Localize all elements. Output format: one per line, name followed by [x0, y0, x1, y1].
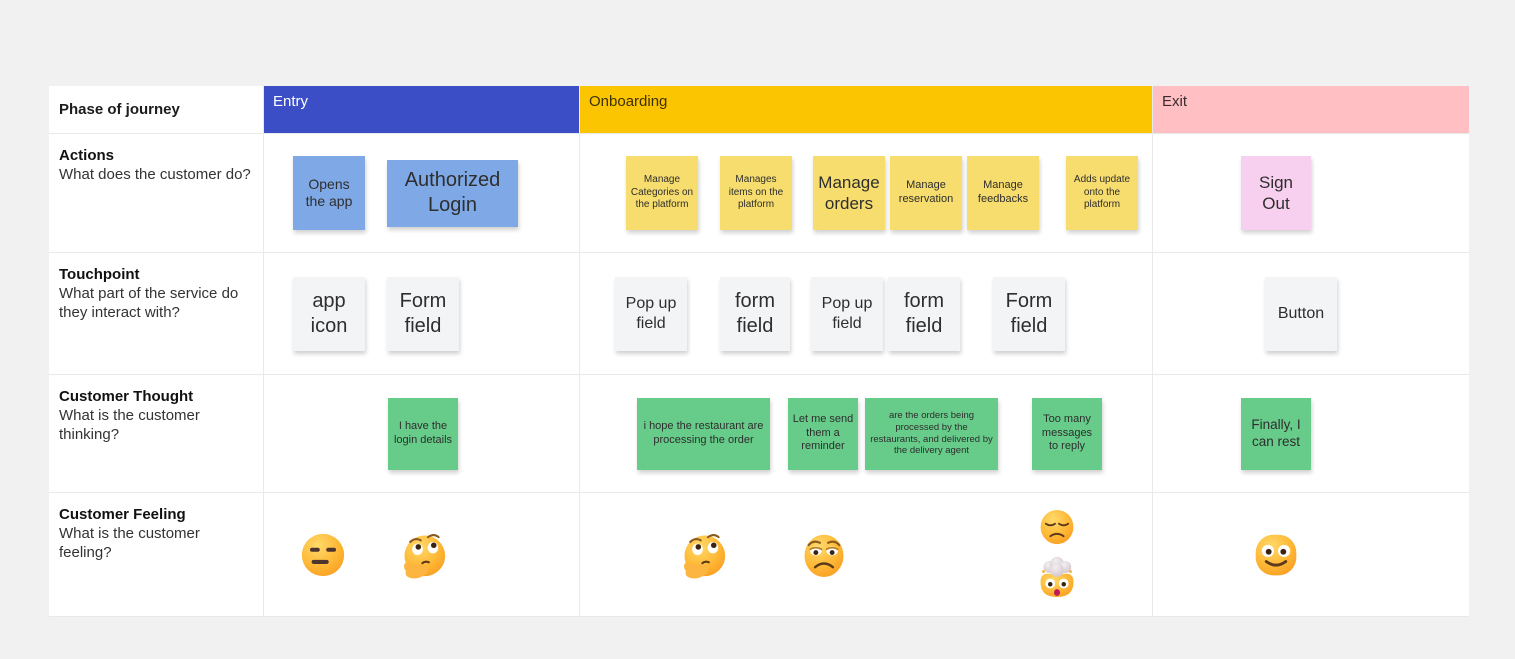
sticky-note[interactable]: form field [720, 276, 790, 351]
unamused-emoji[interactable] [798, 529, 850, 581]
smiling-emoji-icon [1255, 534, 1297, 575]
smiling-emoji[interactable] [1250, 529, 1302, 581]
sticky-note[interactable]: Manages items on the platform [720, 156, 792, 230]
cell-feeling-entry [264, 493, 580, 617]
row-subtitle-actions: What does the customer do? [59, 166, 251, 184]
pensive-emoji-icon [1040, 509, 1074, 545]
sticky-note[interactable]: Manage orders [813, 156, 885, 230]
cell-actions-entry: Opens the app Authorized Login [264, 134, 580, 253]
exploding-head-emoji-icon [1040, 556, 1074, 597]
sticky-note[interactable]: i hope the restaurant are processing the… [637, 397, 770, 470]
corner-header: Phase of journey [49, 86, 264, 134]
cell-thought-entry: I have the login details [264, 375, 580, 493]
cell-actions-exit: Sign Out [1153, 134, 1469, 253]
phase-band-exit[interactable]: Exit [1153, 86, 1469, 134]
sticky-note[interactable]: Button [1265, 276, 1337, 351]
phase-entry-label: Entry [273, 93, 309, 110]
sticky-note[interactable]: Authorized Login [387, 159, 518, 227]
phase-band-entry[interactable]: Entry [264, 86, 580, 134]
unamused-emoji-icon [804, 534, 844, 577]
cell-touchpoint-exit: Button [1153, 253, 1469, 375]
row-label-feeling: Customer Feeling What is the customer fe… [49, 493, 264, 617]
journey-map-table: Phase of journey Entry Onboarding Exit A… [49, 86, 1469, 617]
sticky-note[interactable]: Manage feedbacks [967, 156, 1039, 230]
sticky-note[interactable]: Pop up field [811, 276, 883, 351]
row-subtitle-touchpoint: What part of the service do they interac… [59, 285, 239, 322]
thinking-emoji[interactable] [678, 529, 730, 581]
thinking-emoji[interactable] [398, 529, 450, 581]
cell-touchpoint-onboarding: Pop up field form field Pop up field for… [580, 253, 1153, 375]
thinking-emoji-icon [403, 533, 446, 578]
cell-touchpoint-entry: app icon Form field [264, 253, 580, 375]
row-title-thought: Customer Thought [59, 388, 194, 405]
thinking-emoji-icon [683, 533, 726, 578]
phase-exit-label: Exit [1162, 93, 1188, 110]
row-title-feeling: Customer Feeling [59, 506, 186, 523]
cell-thought-exit: Finally, I can rest [1153, 375, 1469, 493]
sticky-note[interactable]: Manage reservation [890, 156, 962, 230]
cell-feeling-onboarding [580, 493, 1153, 617]
row-title-touchpoint: Touchpoint [59, 266, 140, 283]
sticky-note[interactable]: app icon [293, 276, 365, 351]
phase-band-onboarding[interactable]: Onboarding [580, 86, 1153, 134]
cell-thought-onboarding: i hope the restaurant are processing the… [580, 375, 1153, 493]
sticky-note[interactable]: Sign Out [1241, 156, 1311, 230]
cell-feeling-exit [1153, 493, 1469, 617]
sticky-note[interactable]: I have the login details [388, 397, 458, 470]
row-title-actions: Actions [59, 147, 115, 164]
expressionless-emoji[interactable] [297, 529, 349, 581]
row-subtitle-thought: What is the customer thinking? [59, 407, 200, 444]
sticky-note[interactable]: are the orders being processed by the re… [865, 397, 998, 470]
sticky-note[interactable]: Form field [387, 276, 459, 351]
row-label-actions: Actions What does the customer do? [49, 134, 264, 253]
sticky-note[interactable]: Adds update onto the platform [1066, 156, 1138, 230]
sticky-note[interactable]: Let me send them a reminder [788, 397, 858, 470]
cell-actions-onboarding: Manage Categories on the platform Manage… [580, 134, 1153, 253]
row-subtitle-feeling: What is the customer feeling? [59, 525, 200, 562]
exploding-head-emoji[interactable] [1033, 555, 1081, 603]
row-label-thought: Customer Thought What is the customer th… [49, 375, 264, 493]
phase-onboarding-label: Onboarding [589, 93, 668, 110]
emoji-stack [1033, 506, 1081, 603]
sticky-note[interactable]: form field [888, 276, 960, 351]
pensive-emoji[interactable] [1036, 506, 1078, 548]
sticky-note[interactable]: Manage Categories on the platform [626, 156, 698, 230]
sticky-note[interactable]: Too many messages to reply [1032, 397, 1102, 470]
corner-header-label: Phase of journey [59, 101, 180, 118]
sticky-note[interactable]: Pop up field [615, 276, 687, 351]
expressionless-emoji-icon [301, 533, 345, 576]
sticky-note[interactable]: Opens the app [293, 156, 365, 230]
sticky-note[interactable]: Form field [993, 276, 1065, 351]
row-label-touchpoint: Touchpoint What part of the service do t… [49, 253, 264, 375]
sticky-note[interactable]: Finally, I can rest [1241, 397, 1311, 470]
